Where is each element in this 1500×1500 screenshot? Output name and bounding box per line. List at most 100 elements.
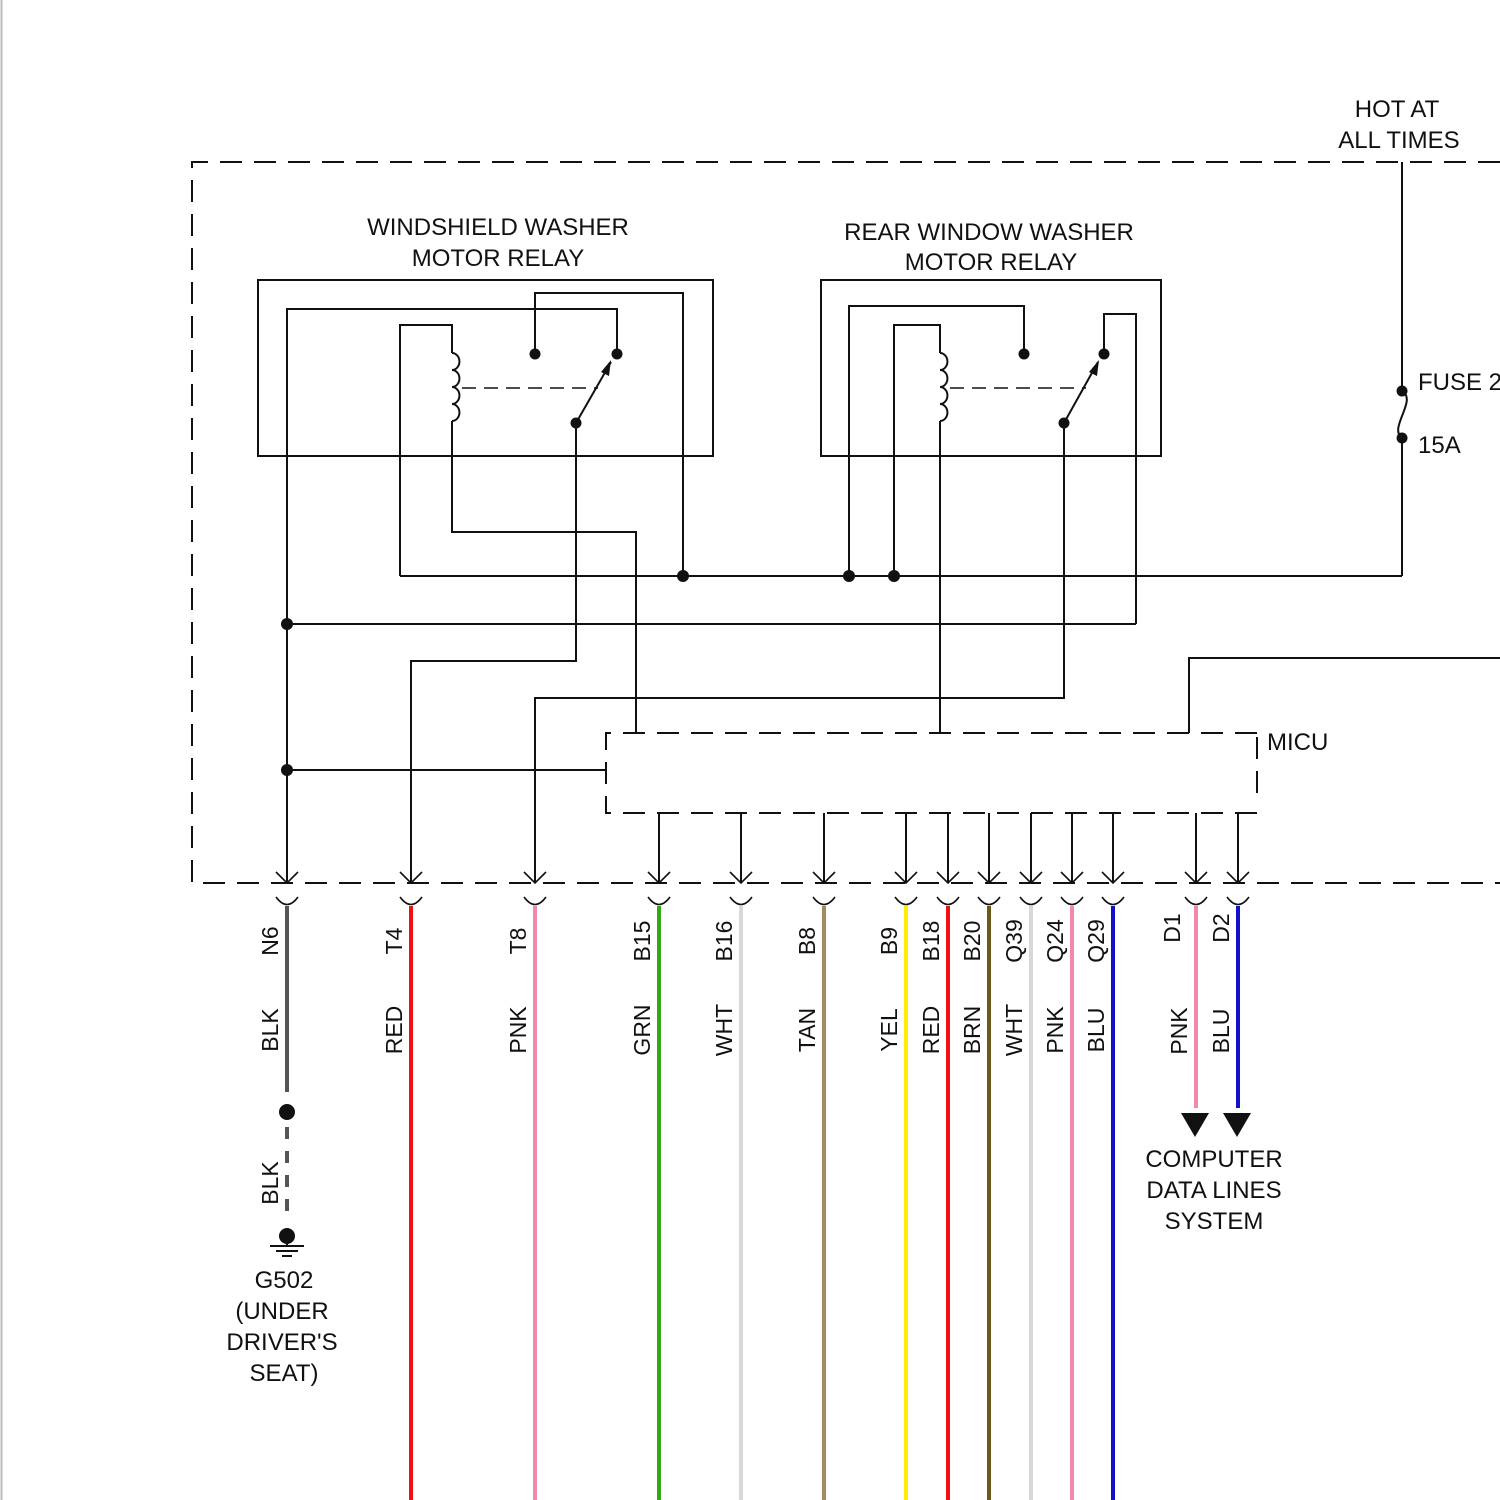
ground-wire-color: BLK — [257, 1161, 283, 1205]
rear-relay-title-line2: MOTOR RELAY — [905, 249, 1077, 276]
power-source-label-line1: HOT AT — [1355, 96, 1440, 123]
micu-label: MICU — [1267, 729, 1328, 756]
rear-relay-coil-feed — [894, 325, 940, 576]
splice-dot — [677, 570, 689, 582]
connector-pin-label: B9 — [876, 927, 902, 955]
component-boundary — [192, 162, 1500, 883]
windshield-washer-relay — [258, 280, 713, 883]
splice-dot — [281, 618, 293, 630]
connector-pin-label: B18 — [918, 921, 944, 962]
splice-dot — [888, 570, 900, 582]
ground-icon — [270, 1236, 304, 1256]
relay-coil-icon — [452, 353, 459, 421]
windshield-relay-coil-feed — [400, 325, 452, 576]
windshield-relay-title-line2: MOTOR RELAY — [412, 245, 584, 272]
connector-pin-label: B20 — [959, 921, 985, 962]
connector-female-icon — [1061, 897, 1083, 905]
fuse-label: FUSE 2 — [1418, 369, 1500, 396]
connector-female-icon — [937, 897, 959, 905]
connector-female-icon — [648, 897, 670, 905]
ground-splice-dot — [279, 1104, 295, 1120]
data-lines-label-line: DATA LINES — [1146, 1177, 1281, 1204]
connector-female-icon — [276, 897, 298, 905]
wire-color-label: RED — [381, 1006, 407, 1055]
connector-female-icon — [895, 897, 917, 905]
connector-female-icon — [813, 897, 835, 905]
fuse-element-icon — [1398, 391, 1407, 438]
connector-pin-label: N6 — [257, 926, 283, 955]
wire-color-label: RED — [918, 1006, 944, 1055]
connector-pin-label: T4 — [381, 927, 407, 954]
connector-female-icon — [1227, 897, 1249, 905]
connector-q29: Q29BLU — [1083, 813, 1124, 1500]
fuse-rating: 15A — [1418, 432, 1461, 459]
connector-d2: D2BLU — [1208, 813, 1249, 1108]
ground-location-line: (UNDER — [235, 1298, 328, 1325]
splice-dot — [281, 764, 293, 776]
connector-layer: N6BLKT4REDT8PNKB15GRNB16WHTB8TANB9YELB18… — [257, 813, 1249, 1500]
windshield-relay-box — [258, 280, 713, 456]
connector-female-icon — [730, 897, 752, 905]
windshield-relay-contact — [530, 349, 541, 360]
connector-pin-label: T8 — [505, 928, 531, 955]
connector-pin-label: D2 — [1208, 913, 1234, 942]
ground-location-line: SEAT) — [250, 1360, 319, 1387]
wire-color-label: BLU — [1208, 1009, 1234, 1054]
data-lines-label-line: SYSTEM — [1165, 1208, 1264, 1235]
windshield-relay-switch-feed — [287, 309, 617, 883]
rear-relay-title-line1: REAR WINDOW WASHER — [844, 219, 1134, 246]
wire-color-label: YEL — [876, 1008, 902, 1052]
connector-pin-label: Q29 — [1083, 919, 1109, 962]
connector-pin-label: B16 — [711, 921, 737, 962]
connector-pin-label: Q24 — [1042, 919, 1068, 963]
micu-module — [606, 658, 1500, 813]
wire-color-label: GRN — [629, 1004, 655, 1055]
wire-color-label: PNK — [1166, 1007, 1192, 1055]
arrow-down-icon — [1223, 1113, 1251, 1137]
wire-color-label: PNK — [505, 1006, 531, 1054]
connector-female-icon — [1020, 897, 1042, 905]
wire-color-label: BLU — [1083, 1008, 1109, 1053]
wire-color-label: WHT — [1001, 1004, 1027, 1056]
power-source-label-line2: ALL TIMES — [1338, 127, 1459, 154]
micu-boundary — [606, 733, 1257, 813]
wire-color-label: BLK — [257, 1008, 283, 1052]
rear-relay-nc-wire — [849, 306, 1024, 576]
rear-relay-contact — [1099, 349, 1110, 360]
connector-pin-label: D1 — [1159, 913, 1185, 942]
connector-pin-label: B8 — [794, 927, 820, 955]
connector-q39: Q39WHT — [1001, 813, 1042, 1500]
connector-female-icon — [978, 897, 1000, 905]
relay-coil-icon — [940, 353, 947, 421]
windshield-relay-nc-wire — [535, 293, 683, 576]
connector-female-icon — [400, 897, 422, 905]
windshield-relay-contact — [612, 349, 623, 360]
ground-id: G502 — [255, 1267, 314, 1294]
connector-female-icon — [1185, 897, 1207, 905]
splice-dot — [843, 570, 855, 582]
fuse — [1397, 162, 1408, 576]
windshield-relay-title-line1: WINDSHIELD WASHER — [367, 214, 629, 241]
wire-color-label: TAN — [794, 1008, 820, 1052]
wire-color-label: PNK — [1042, 1006, 1068, 1054]
windshield-relay-output-wire — [411, 423, 576, 883]
switch-arrow-icon — [601, 360, 611, 376]
connector-female-icon — [1102, 897, 1124, 905]
rear-relay-switch-feed — [1104, 314, 1136, 624]
wire-color-label: BRN — [959, 1006, 985, 1055]
data-lines-label-line: COMPUTER — [1145, 1146, 1282, 1173]
arrow-down-icon — [1181, 1113, 1209, 1137]
connector-pin-label: B15 — [629, 921, 655, 962]
connector-pin-label: Q39 — [1001, 919, 1027, 962]
